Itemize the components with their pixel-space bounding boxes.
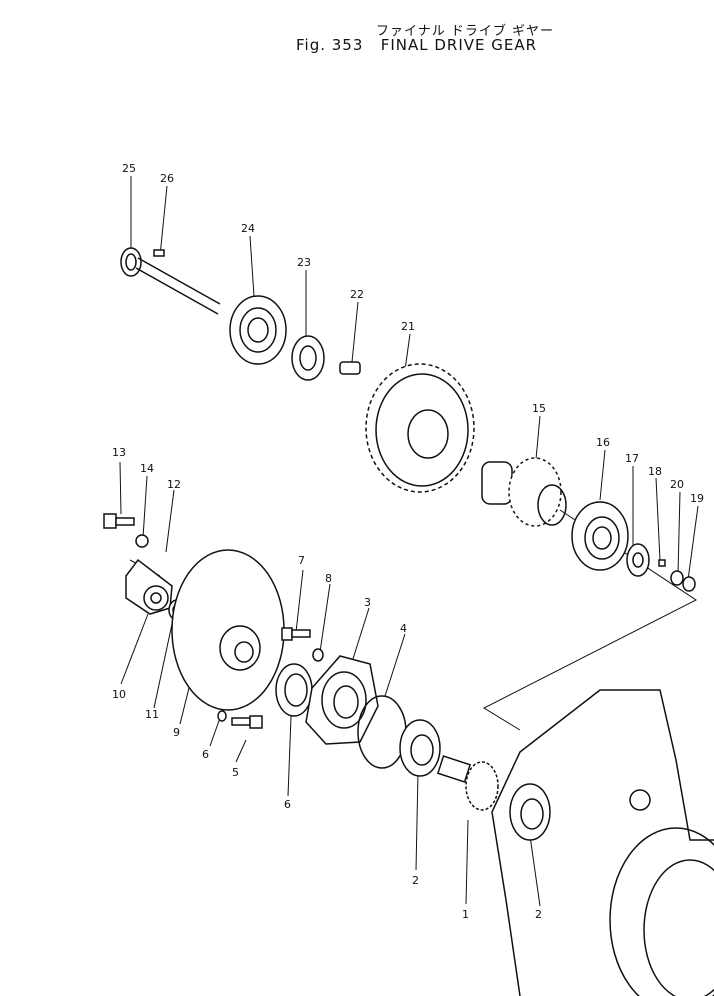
key-23 (339, 361, 361, 375)
callout-13: 12 (167, 478, 181, 491)
callout-3: 3 (364, 596, 371, 609)
bolt-14 (103, 513, 135, 529)
callout-4: 4 (400, 622, 407, 635)
washer-10 (217, 710, 227, 722)
figure-name: FINAL DRIVE GEAR (380, 36, 538, 54)
figure-title-japanese: ファイナル ドライブ ギヤー (376, 24, 555, 39)
callout-8: 9 (173, 726, 180, 739)
callout-14: 13 (112, 446, 126, 459)
bolt-5 (281, 627, 311, 641)
bearing-2b (509, 783, 551, 841)
gear-22 (365, 363, 475, 493)
callout-6: 8 (325, 572, 332, 585)
washer-6 (312, 648, 324, 662)
callout-11: 10 (112, 688, 126, 701)
callout-22: 21 (401, 320, 415, 333)
callout-5: 7 (298, 554, 305, 567)
bearing-2a (399, 719, 441, 777)
figure-number: Fig. 353 (296, 36, 364, 54)
bearing-17 (571, 501, 629, 571)
callout-18: 17 (625, 452, 639, 465)
shaft-1 (436, 755, 499, 811)
washer-24 (291, 335, 325, 381)
final-drive-case (491, 689, 714, 996)
callout-23: 22 (350, 288, 364, 301)
seal-7 (275, 663, 313, 717)
shaft-assembly (120, 247, 221, 315)
small-parts-18-21 (626, 543, 696, 592)
callout-24: 23 (297, 256, 311, 269)
pinion-16 (481, 457, 567, 527)
callout-27: 26 (160, 172, 174, 185)
plate-13 (125, 558, 173, 615)
callout-7: 6 (284, 798, 291, 811)
callout-1: 1 (462, 908, 469, 921)
bolt-9 (231, 715, 263, 729)
callout-9: 5 (232, 766, 239, 779)
callout-10: 6 (202, 748, 209, 761)
housing-3 (305, 655, 379, 745)
callout-20: 19 (690, 492, 704, 505)
callout-labels: 25 26 24 23 22 21 15 16 17 18 20 19 13 1… (112, 162, 704, 921)
callout-12: 11 (145, 708, 159, 721)
callout-26: 25 (122, 162, 136, 175)
callout-17: 16 (596, 436, 610, 449)
bearing-25 (229, 295, 287, 365)
callout-21: 20 (670, 478, 684, 491)
washer-15 (135, 534, 149, 548)
callout-2a: 2 (412, 874, 419, 887)
callout-25: 24 (241, 222, 255, 235)
callout-15: 14 (140, 462, 154, 475)
callout-2b: 2 (535, 908, 542, 921)
callout-16: 15 (532, 402, 546, 415)
cover-8 (171, 549, 285, 711)
figure-title: Fig. 353 FINAL DRIVE GEAR (296, 36, 537, 54)
callout-19: 18 (648, 465, 662, 478)
